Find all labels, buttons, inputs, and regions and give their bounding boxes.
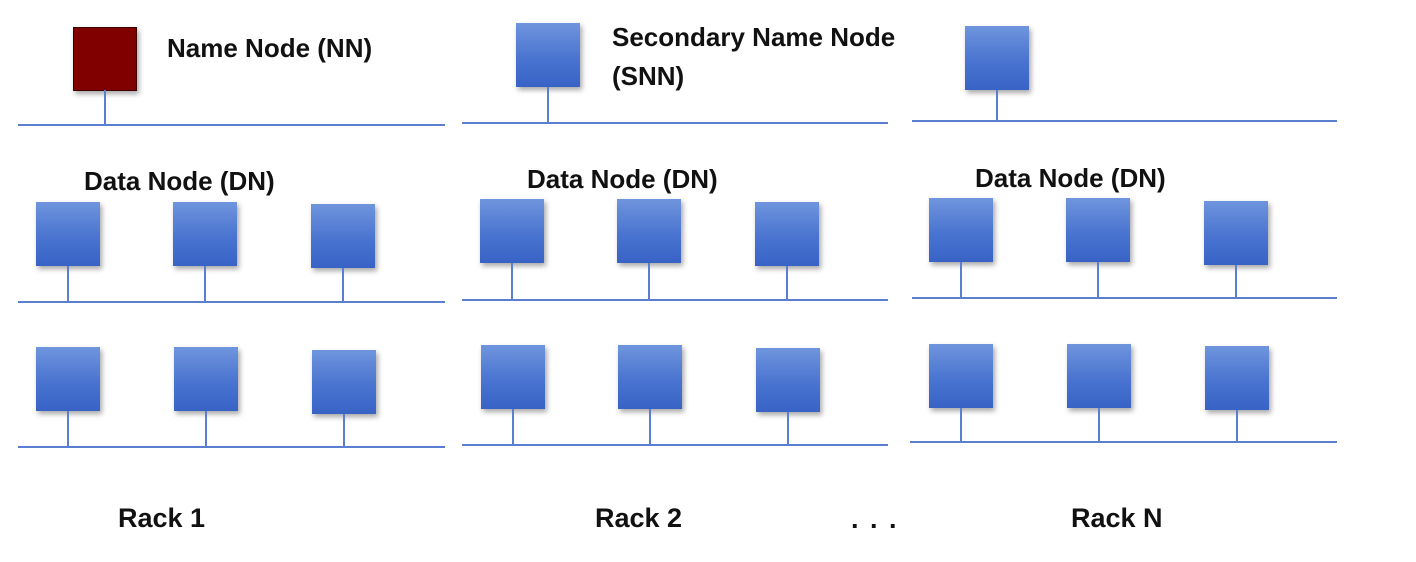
rack-2-data-node-2-stem (648, 263, 650, 299)
rack-n-network-line-2 (910, 441, 1337, 443)
rack-n-data-node-3-stem (1235, 265, 1237, 297)
secondary-name-node-label-line2: (SNN) (612, 61, 685, 91)
rack-n-data-node-4 (929, 344, 993, 408)
rack-2-data-node-4 (481, 345, 545, 409)
rack-n-data-node-6-stem (1236, 410, 1238, 441)
rack-n-data-node-5 (1067, 344, 1131, 408)
rack-2-top-network-line (462, 122, 888, 124)
name-node-box (73, 27, 137, 91)
rack-1-data-node-4 (36, 347, 100, 411)
rack-2-data-node-2 (617, 199, 681, 263)
rack-n-data-node-2 (1066, 198, 1130, 262)
rack-1-data-node-4-stem (67, 411, 69, 446)
rack-1-data-node-1 (36, 202, 100, 266)
rack-1-data-node-3 (311, 204, 375, 268)
rack-1-label: Rack 1 (118, 503, 206, 533)
rack-1-data-node-5 (174, 347, 238, 411)
rack-1-data-node-6 (312, 350, 376, 414)
rack-n-network-line-1 (912, 297, 1337, 299)
rack-1-data-node-5-stem (205, 411, 207, 446)
rack-1-data-node-label: Data Node (DN) (84, 166, 275, 196)
rack-2-data-node-5-stem (649, 409, 651, 444)
secondary-name-node-label-line1: Secondary Name Node (612, 22, 896, 52)
rack-1-data-node-3-stem (342, 268, 344, 301)
rack-2-data-node-6-stem (787, 412, 789, 444)
rack-1-data-node-1-stem (67, 266, 69, 301)
secondary-name-node-stem (547, 87, 549, 122)
rack-2-data-node-4-stem (512, 409, 514, 444)
rack-2-network-line-1 (462, 299, 888, 301)
rack-1-data-node-2-stem (204, 266, 206, 301)
secondary-name-node-box (516, 23, 580, 87)
rack-n-top-node-stem (996, 90, 998, 121)
rack-n-data-node-4-stem (960, 408, 962, 441)
rack-2-data-node-3-stem (786, 266, 788, 299)
rack-1-data-node-2 (173, 202, 237, 266)
rack-1-top-network-line (18, 124, 445, 126)
rack-n-data-node-5-stem (1098, 408, 1100, 441)
rack-2-label: Rack 2 (595, 503, 683, 533)
rack-2-data-node-5 (618, 345, 682, 409)
rack-n-data-node-1 (929, 198, 993, 262)
rack-1-network-line-1 (18, 301, 445, 303)
rack-n-data-node-1-stem (960, 262, 962, 297)
rack-2-data-node-label: Data Node (DN) (527, 164, 718, 194)
rack-2-data-node-1 (480, 199, 544, 263)
rack-n-data-node-label: Data Node (DN) (975, 163, 1166, 193)
rack-2-data-node-1-stem (511, 263, 513, 299)
name-node-stem (104, 90, 106, 124)
rack-1-network-line-2 (18, 446, 445, 448)
rack-2-data-node-6 (756, 348, 820, 412)
rack-2-data-node-3 (755, 202, 819, 266)
name-node-label: Name Node (NN) (167, 33, 373, 63)
rack-1-data-node-6-stem (343, 414, 345, 446)
rack-n-top-network-line (912, 120, 1337, 122)
rack-ellipsis: . . . (851, 504, 899, 534)
rack-n-data-node-2-stem (1097, 262, 1099, 297)
rack-n-label: Rack N (1071, 503, 1163, 533)
rack-n-top-node-box (965, 26, 1029, 90)
rack-2-network-line-2 (462, 444, 888, 446)
rack-n-data-node-3 (1204, 201, 1268, 265)
rack-n-data-node-6 (1205, 346, 1269, 410)
